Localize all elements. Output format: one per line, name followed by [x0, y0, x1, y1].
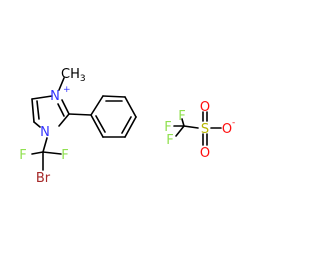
bond-cf3-f-top: [181, 118, 185, 127]
bond-n3-c2: [61, 99, 70, 115]
bond-cf3-f-bottom: [175, 125, 185, 137]
anion: [173, 111, 222, 146]
bond-c4-c5: [31, 98, 35, 123]
atom-o-top: O: [200, 100, 210, 115]
bond-n3-methyl: [58, 77, 65, 91]
atom-f-left: F: [164, 120, 171, 135]
atom-o-right: O: [222, 122, 232, 137]
atom-f-top: F: [178, 109, 185, 124]
charge-minus: -: [232, 118, 235, 128]
atom-f-right: F: [61, 148, 68, 163]
bond-c2-phenyl: [68, 113, 92, 116]
bond-c2-n1: [58, 113, 70, 127]
bond-c4-c5-double: [36, 100, 40, 120]
atom-f-left: F: [19, 148, 26, 163]
atom-methyl: CH3: [61, 67, 86, 84]
bond-c5-n1: [33, 121, 41, 128]
structure-canvas: N + N CH3 F F Br F F F S O O - O: [19, 67, 235, 186]
charge-plus: +: [63, 85, 71, 95]
phenyl-ring: [90, 95, 137, 138]
bond-c-f-left: [31, 151, 44, 155]
atom-n3: N: [50, 89, 60, 104]
bond-n1-cf2: [42, 137, 48, 153]
atom-n1: N: [40, 125, 50, 140]
atom-f-bottom: F: [166, 133, 173, 148]
bond-cf3-s: [183, 125, 199, 129]
structure-diagram: N + N CH3 F F Br F F F S O O - O: [19, 67, 235, 186]
atom-o-bottom: O: [200, 146, 210, 161]
bond-n3-c2-double: [57, 103, 65, 117]
bond-c-f-right: [42, 151, 62, 155]
atom-br: Br: [36, 171, 51, 186]
atom-s: S: [201, 122, 209, 137]
cation: [31, 77, 137, 171]
bond-c4-n3: [31, 95, 53, 100]
